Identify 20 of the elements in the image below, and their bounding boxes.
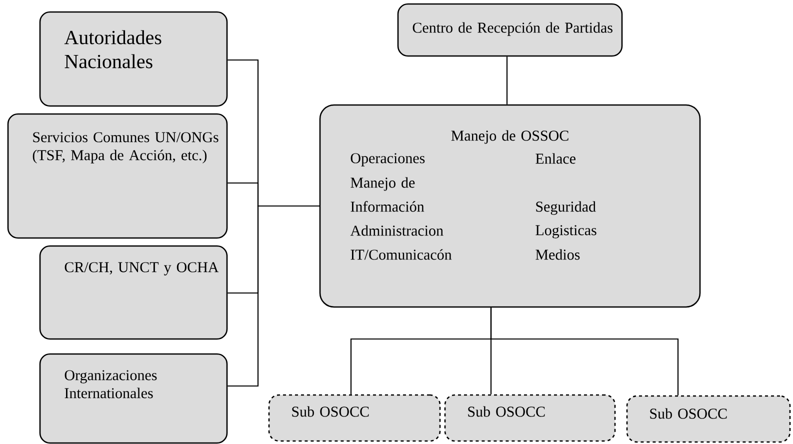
box-label: CR/CH, UNCT y OCHA	[64, 262, 219, 276]
box-label: Sub OSOCC	[650, 408, 727, 419]
function-label: Operaciones	[350, 153, 425, 166]
function-label: Enlace	[536, 153, 576, 164]
connector-line	[490, 308, 679, 396]
function-label: Manejo de Información	[350, 177, 424, 212]
function-label: Medios	[536, 249, 580, 260]
function-label: Seguridad	[536, 201, 596, 215]
box-label: Organizaciones Internationales	[64, 370, 157, 398]
box-label: Autoridades Nacionales	[64, 30, 162, 68]
connector-line	[506, 56, 508, 104]
connector-line	[228, 205, 320, 387]
box-label: Servicios Comunes UN/ONGs (TSF, Mapa de Acción, etc.)	[32, 132, 218, 164]
function-label: Logisticas	[536, 225, 596, 238]
function-label: IT/Comunicacón	[350, 249, 452, 260]
box-label: Centro de Recepción de Partidas	[412, 22, 612, 36]
function-label: Administracion	[350, 225, 444, 236]
box-label: Sub OSOCC	[292, 406, 369, 417]
box-label: Sub OSOCC	[468, 406, 545, 417]
box-heading: Manejo de OSSOC	[451, 130, 568, 144]
